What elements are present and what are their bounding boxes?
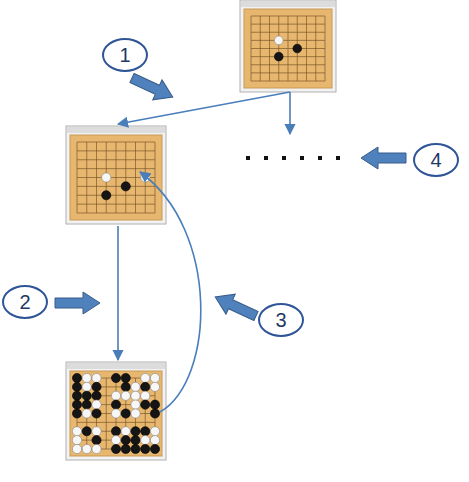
go-board <box>66 362 166 460</box>
go-board <box>66 126 166 224</box>
block-arrow <box>361 147 406 169</box>
callout-number: 4 <box>430 150 441 170</box>
flow-line <box>118 92 290 124</box>
flow-line <box>117 226 119 360</box>
callout-circle: 4 <box>413 143 459 177</box>
block-arrows <box>55 68 406 326</box>
go-board <box>240 0 336 92</box>
flow-line <box>289 92 291 134</box>
flow-lines <box>118 92 290 412</box>
callout-number: 2 <box>19 292 30 312</box>
block-arrow <box>55 292 100 314</box>
block-arrow <box>211 287 261 326</box>
callout-number: 1 <box>119 45 130 65</box>
callout-number: 3 <box>275 310 286 330</box>
block-arrow <box>127 68 177 107</box>
flow-line <box>140 172 201 412</box>
callout-circle: 1 <box>102 38 148 72</box>
ellipsis-dots <box>246 156 340 160</box>
callout-circle: 3 <box>258 303 304 337</box>
callout-circle: 2 <box>2 285 48 319</box>
